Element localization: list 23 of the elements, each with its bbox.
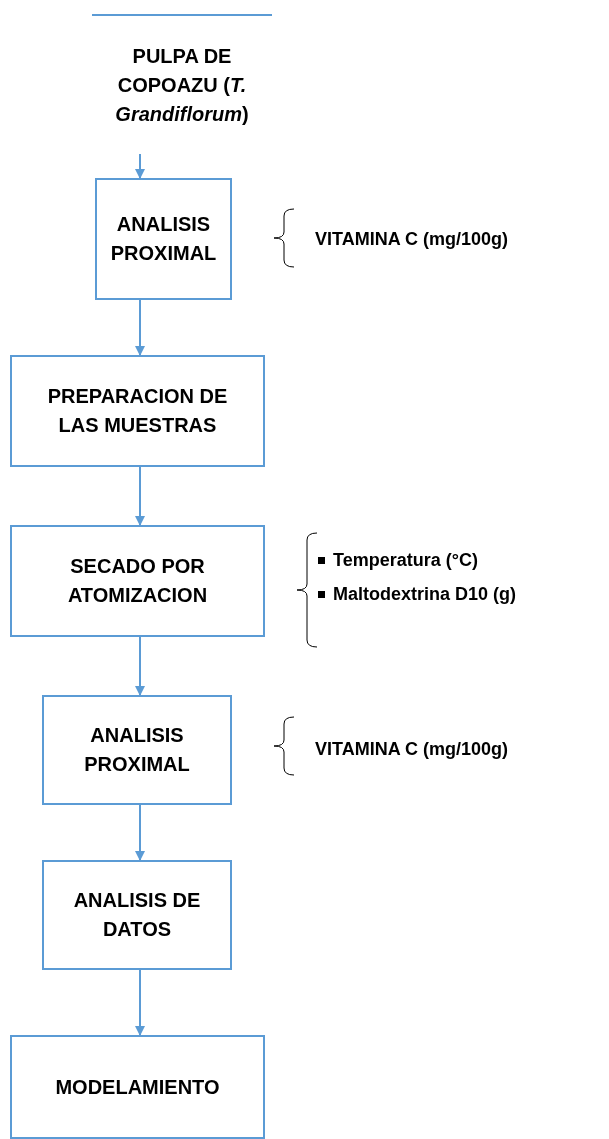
arrow [135,804,145,861]
process-box [95,178,232,300]
arrow [135,153,145,179]
arrow [135,636,145,696]
step-label: ANALISIS PROXIMAL [83,723,191,777]
arrow [135,466,145,526]
measurement-label: VITAMINA C (mg/100g) [315,738,508,761]
arrow [135,969,145,1036]
step-label: ANALISIS PROXIMAL [109,212,218,266]
arrow [135,299,145,356]
parameter-item: Maltodextrina D10 (g) [333,583,517,606]
step-label: MODELAMIENTO [54,1074,221,1100]
process-box [10,525,265,637]
step-label: SECADO POR ATOMIZACION [66,554,209,608]
process-box [42,695,232,805]
measurement-label: VITAMINA C (mg/100g) [315,228,508,251]
step-label: ANALISIS DE DATOS [72,888,202,942]
step-label: PULPA DE COPOAZU (T. Grandiflorum) [114,43,250,127]
process-box [10,1035,265,1139]
process-box [10,355,265,467]
step-label: PREPARACION DE LAS MUESTRAS [46,384,229,438]
process-box [42,860,232,970]
parameter-item: Temperatura (°C) [333,549,478,572]
